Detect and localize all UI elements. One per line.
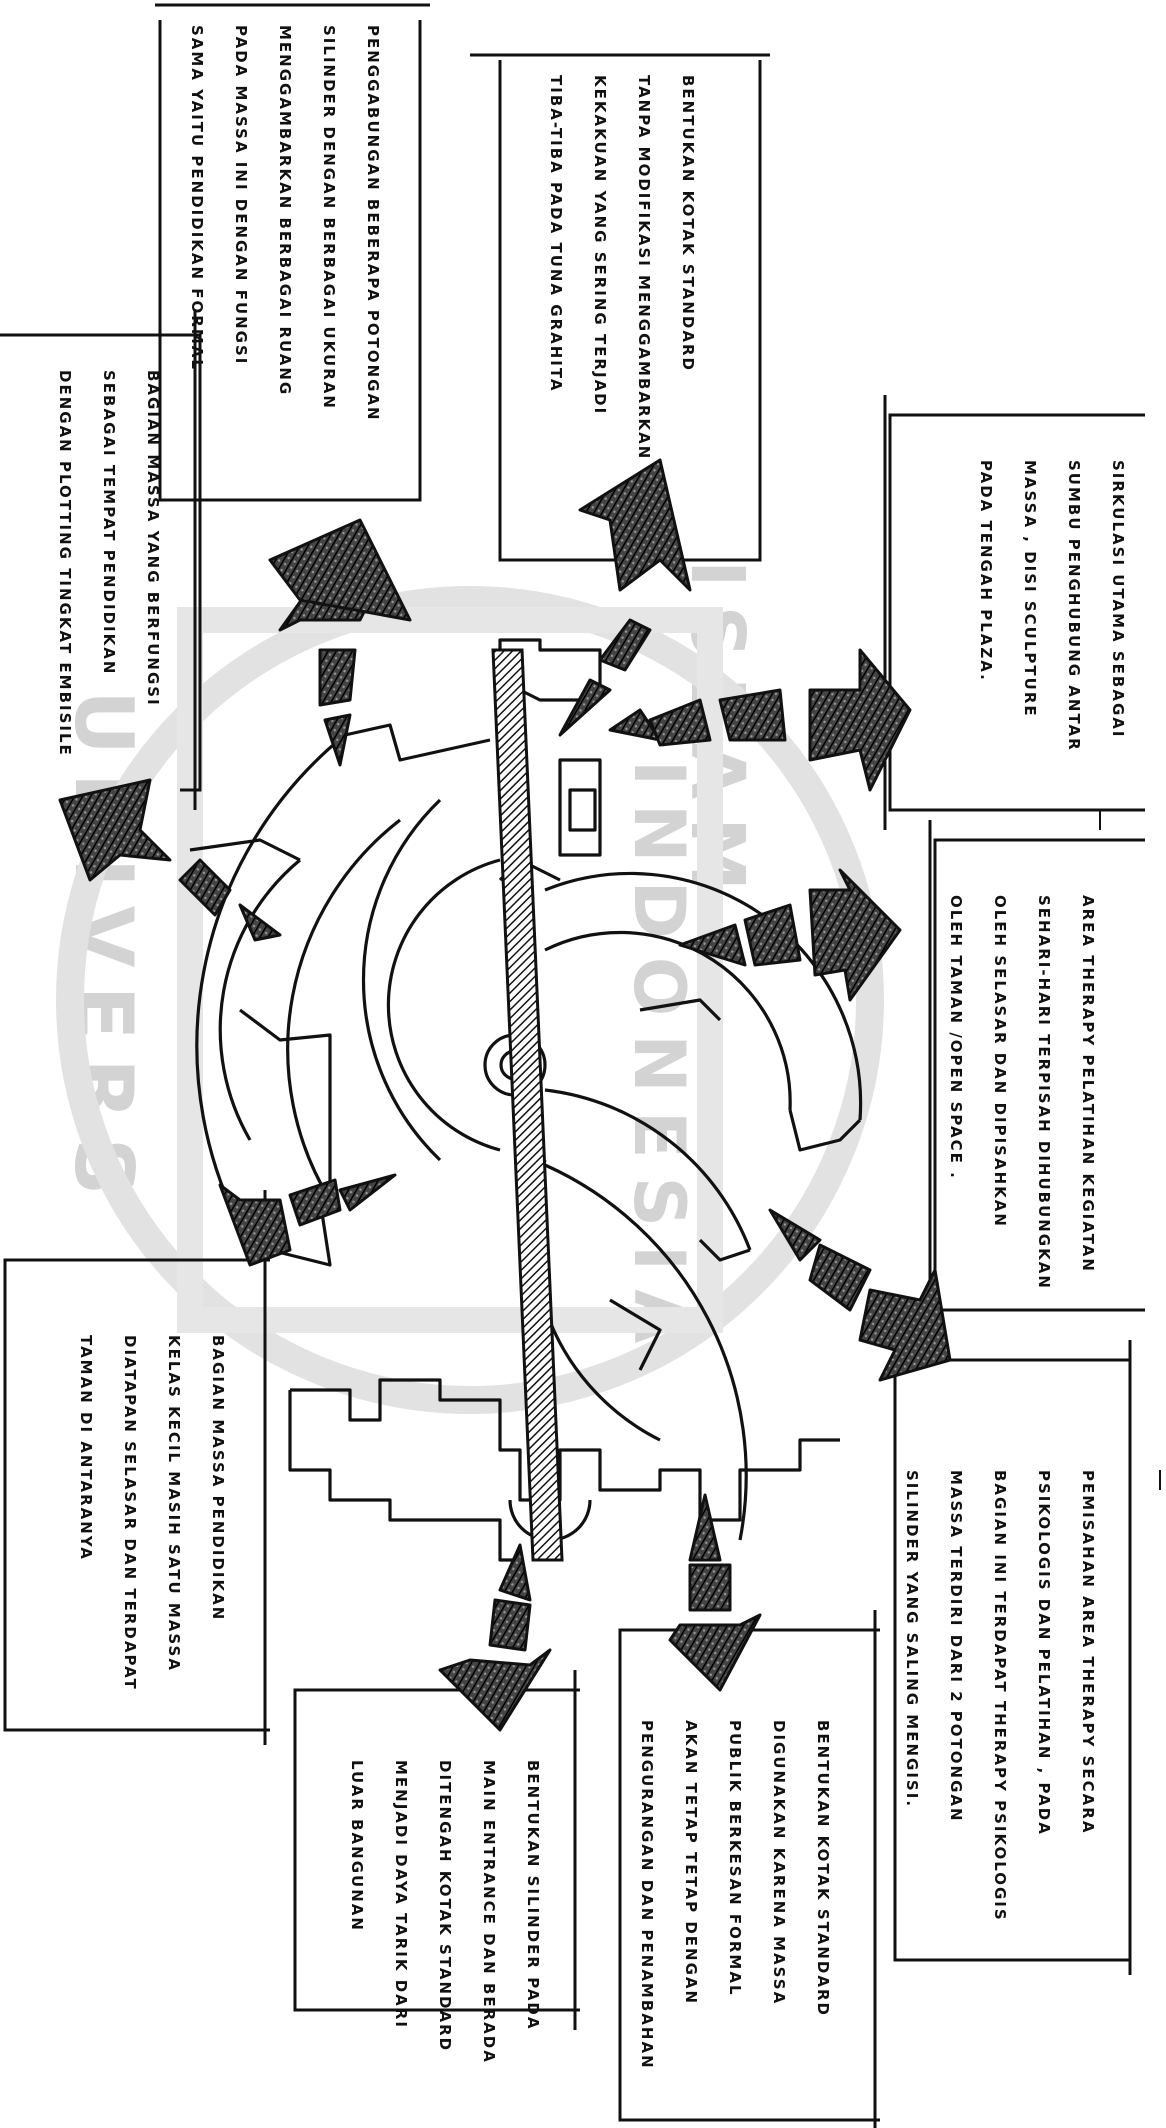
note-line: BENTUKAN SILINDER PADA [511,1760,555,2064]
note-line: DENGAN PLOTTING TINGKAT EMBISILE [43,370,87,757]
note-line: AREA THERAPY PELATIHAN KEGIATAN [1066,895,1110,1290]
note-line: BAGIAN MASSA PENDIDIKAN [196,1335,240,1691]
note-line: SUMBU PENGHUBUNG ANTAR [1052,460,1096,752]
note-line: SILINDER DENGAN BERBAGAI UKURAN [307,25,351,422]
note-line: SAMA YAITU PENDIDIKAN FORMAL [175,25,219,422]
arrow-pendidikan-plotting [240,905,280,940]
note-silinder-main: BENTUKAN SILINDER PADA MAIN ENTRANCE DAN… [335,1760,555,2064]
note-line: OLEH TAMAN /OPEN SPACE . [934,895,978,1290]
note-kelas-kecil: BAGIAN MASSA PENDIDIKAN KELAS KECIL MASI… [64,1335,240,1691]
note-line: PEMISAHAN AREA THERAPY SECARA [1066,1470,1110,1922]
note-line: SILINDER YANG SALING MENGISI. [890,1470,934,1922]
note-line: KEKAKUAN YANG SERING TERJADI [578,75,622,460]
note-sirkulasi: SIRKULASI UTAMA SEBAGAI SUMBU PENGHUBUNG… [964,460,1140,752]
note-kotak-publik: BENTUKAN KOTAK STANDARD DIGUNAKAN KARENA… [625,1720,845,2070]
arrow-silinder-main [500,1545,530,1600]
note-line: TIBA-TIBA PADA TUNA GRAHITA [534,75,578,460]
note-line: SEBAGAI TEMPAT PENDIDIKAN [87,370,131,757]
arrow-kotak-modifikasi [560,680,610,735]
note-line: PSIKOLOGIS DAN PELATIHAN , PADA [1022,1470,1066,1922]
note-line: MENGGAMBARKAN BERBAGAI RUANG [263,25,307,422]
note-line: DITENGAH KOTAK STANDARD [423,1760,467,2064]
mass-education-outer-arc [197,735,345,1245]
note-line: LUAR BANGUNAN [335,1760,379,2064]
note-line: OLEH SELASAR DAN DIPISAHKAN [978,895,1022,1290]
note-line: SIRKULASI UTAMA SEBAGAI [1096,460,1140,752]
note-line: MASSA TERDIRI DARI 2 POTONGAN [934,1470,978,1922]
note-line: PUBLIK BERKESAN FORMAL [713,1720,757,2070]
main-circulation-axis [493,650,562,1560]
note-line: TAMAN DI ANTARANYA [64,1335,108,1691]
note-line: BENTUKAN KOTAK STANDARD [666,75,710,460]
note-line: TANPA MODIFIKASI MENGGAMBARKAN [622,75,666,460]
arrow-kotak-publik [690,1495,720,1560]
note-pendidikan-plotting: BAGIAN MASSA YANG BERFUNGSI SEBAGAI TEMP… [43,370,175,757]
note-line: KELAS KECIL MASIH SATU MASSA [152,1335,196,1691]
note-line: PADA MASSA INI DENGAN FUNGSI [219,25,263,422]
arrow-kelas-kecil [340,1175,395,1210]
note-line: BAGIAN INI TERDAPAT THERAPY PSIKOLOGIS [978,1470,1022,1922]
note-line: DIATAPAN SELASAR DAN TERDAPAT [108,1335,152,1691]
note-kotak-modifikasi: BENTUKAN KOTAK STANDARD TANPA MODIFIKASI… [534,75,710,460]
note-pemisahan: PEMISAHAN AREA THERAPY SECARA PSIKOLOGIS… [890,1470,1110,1922]
note-line: DIGUNAKAN KARENA MASSA [757,1720,801,2070]
note-line: PENGGABUNGAN BEBERAPA POTONGAN [351,25,395,422]
note-line: BAGIAN MASSA YANG BERFUNGSI [131,370,175,757]
note-line: MASSA , DISI SCULPTURE [1008,460,1052,752]
note-line: MENJADI DAYA TARIK DARI [379,1760,423,2064]
note-line: AKAN TETAP TETAP DENGAN [669,1720,713,2070]
note-line: MAIN ENTRANCE DAN BERADA [467,1760,511,2064]
note-line: PADA TENGAH PLAZA. [964,460,1008,752]
note-line: SEHARI-HARI TERPISAH DIHUBUNGKAN [1022,895,1066,1290]
note-line: PENGURANGAN DAN PENAMBAHAN [625,1720,669,2070]
arrow-penggabungan [325,715,350,765]
note-line: BENTUKAN KOTAK STANDARD [801,1720,845,2070]
note-penggabungan: PENGGABUNGAN BEBERAPA POTONGAN SILINDER … [175,25,395,422]
note-area-therapy: AREA THERAPY PELATIHAN KEGIATAN SEHARI-H… [934,895,1110,1290]
